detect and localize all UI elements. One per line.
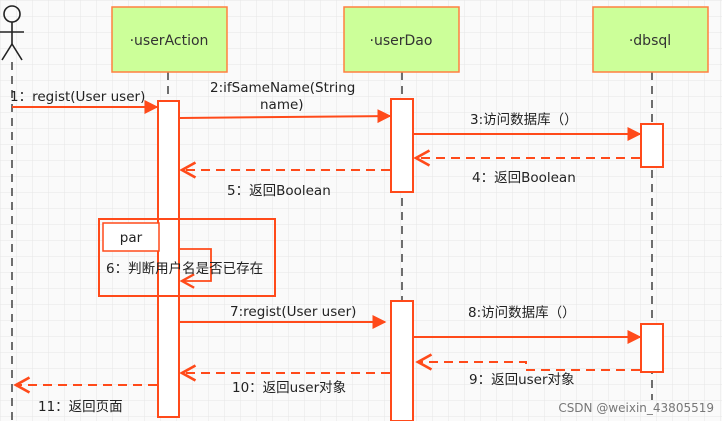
user-dao-activation-1 xyxy=(390,98,414,193)
user-dao-head-label: ·userDao xyxy=(370,33,433,49)
par-fragment-tab xyxy=(102,222,160,252)
message-5-label: 5：返回Boolean xyxy=(227,183,331,199)
user-action-activation xyxy=(157,100,180,418)
user-dao-activation-2 xyxy=(390,300,414,421)
message-2-arrow xyxy=(179,109,392,124)
message-8-label: 8:访问数据库（） xyxy=(468,305,576,321)
dbsql-activation-1 xyxy=(640,123,664,168)
dbsql-head xyxy=(592,6,709,73)
watermark: CSDN @weixin_43805519 xyxy=(558,401,714,415)
dbsql-activation-2 xyxy=(640,323,664,373)
message-9-label: 9：返回user对象 xyxy=(469,372,575,388)
message-11-label: 11：返回页面 xyxy=(38,399,123,415)
par-fragment xyxy=(98,218,276,297)
message-6-label: 6：判断用户名是否已存在 xyxy=(106,260,263,277)
actor-figure xyxy=(0,5,24,61)
user-dao-head xyxy=(343,6,460,73)
par-fragment-label: par xyxy=(120,230,143,246)
message-10-label: 10：返回user对象 xyxy=(232,380,346,396)
message-4-label: 4：返回Boolean xyxy=(472,170,576,186)
message-1-label: 1：regist(User user) xyxy=(10,89,145,105)
message-2-label-line2: name) xyxy=(260,97,304,113)
user-action-head-label: ·userAction xyxy=(130,33,209,49)
dbsql-head-label: ·dbsql xyxy=(629,33,671,49)
message-3-label: 3:访问数据库（） xyxy=(470,112,578,128)
message-6-self-arrow xyxy=(179,248,212,289)
message-2-label-line1: 2:ifSameName(String xyxy=(210,80,355,96)
message-7-label: 7:regist(User user) xyxy=(230,304,356,320)
user-action-head xyxy=(111,6,228,73)
